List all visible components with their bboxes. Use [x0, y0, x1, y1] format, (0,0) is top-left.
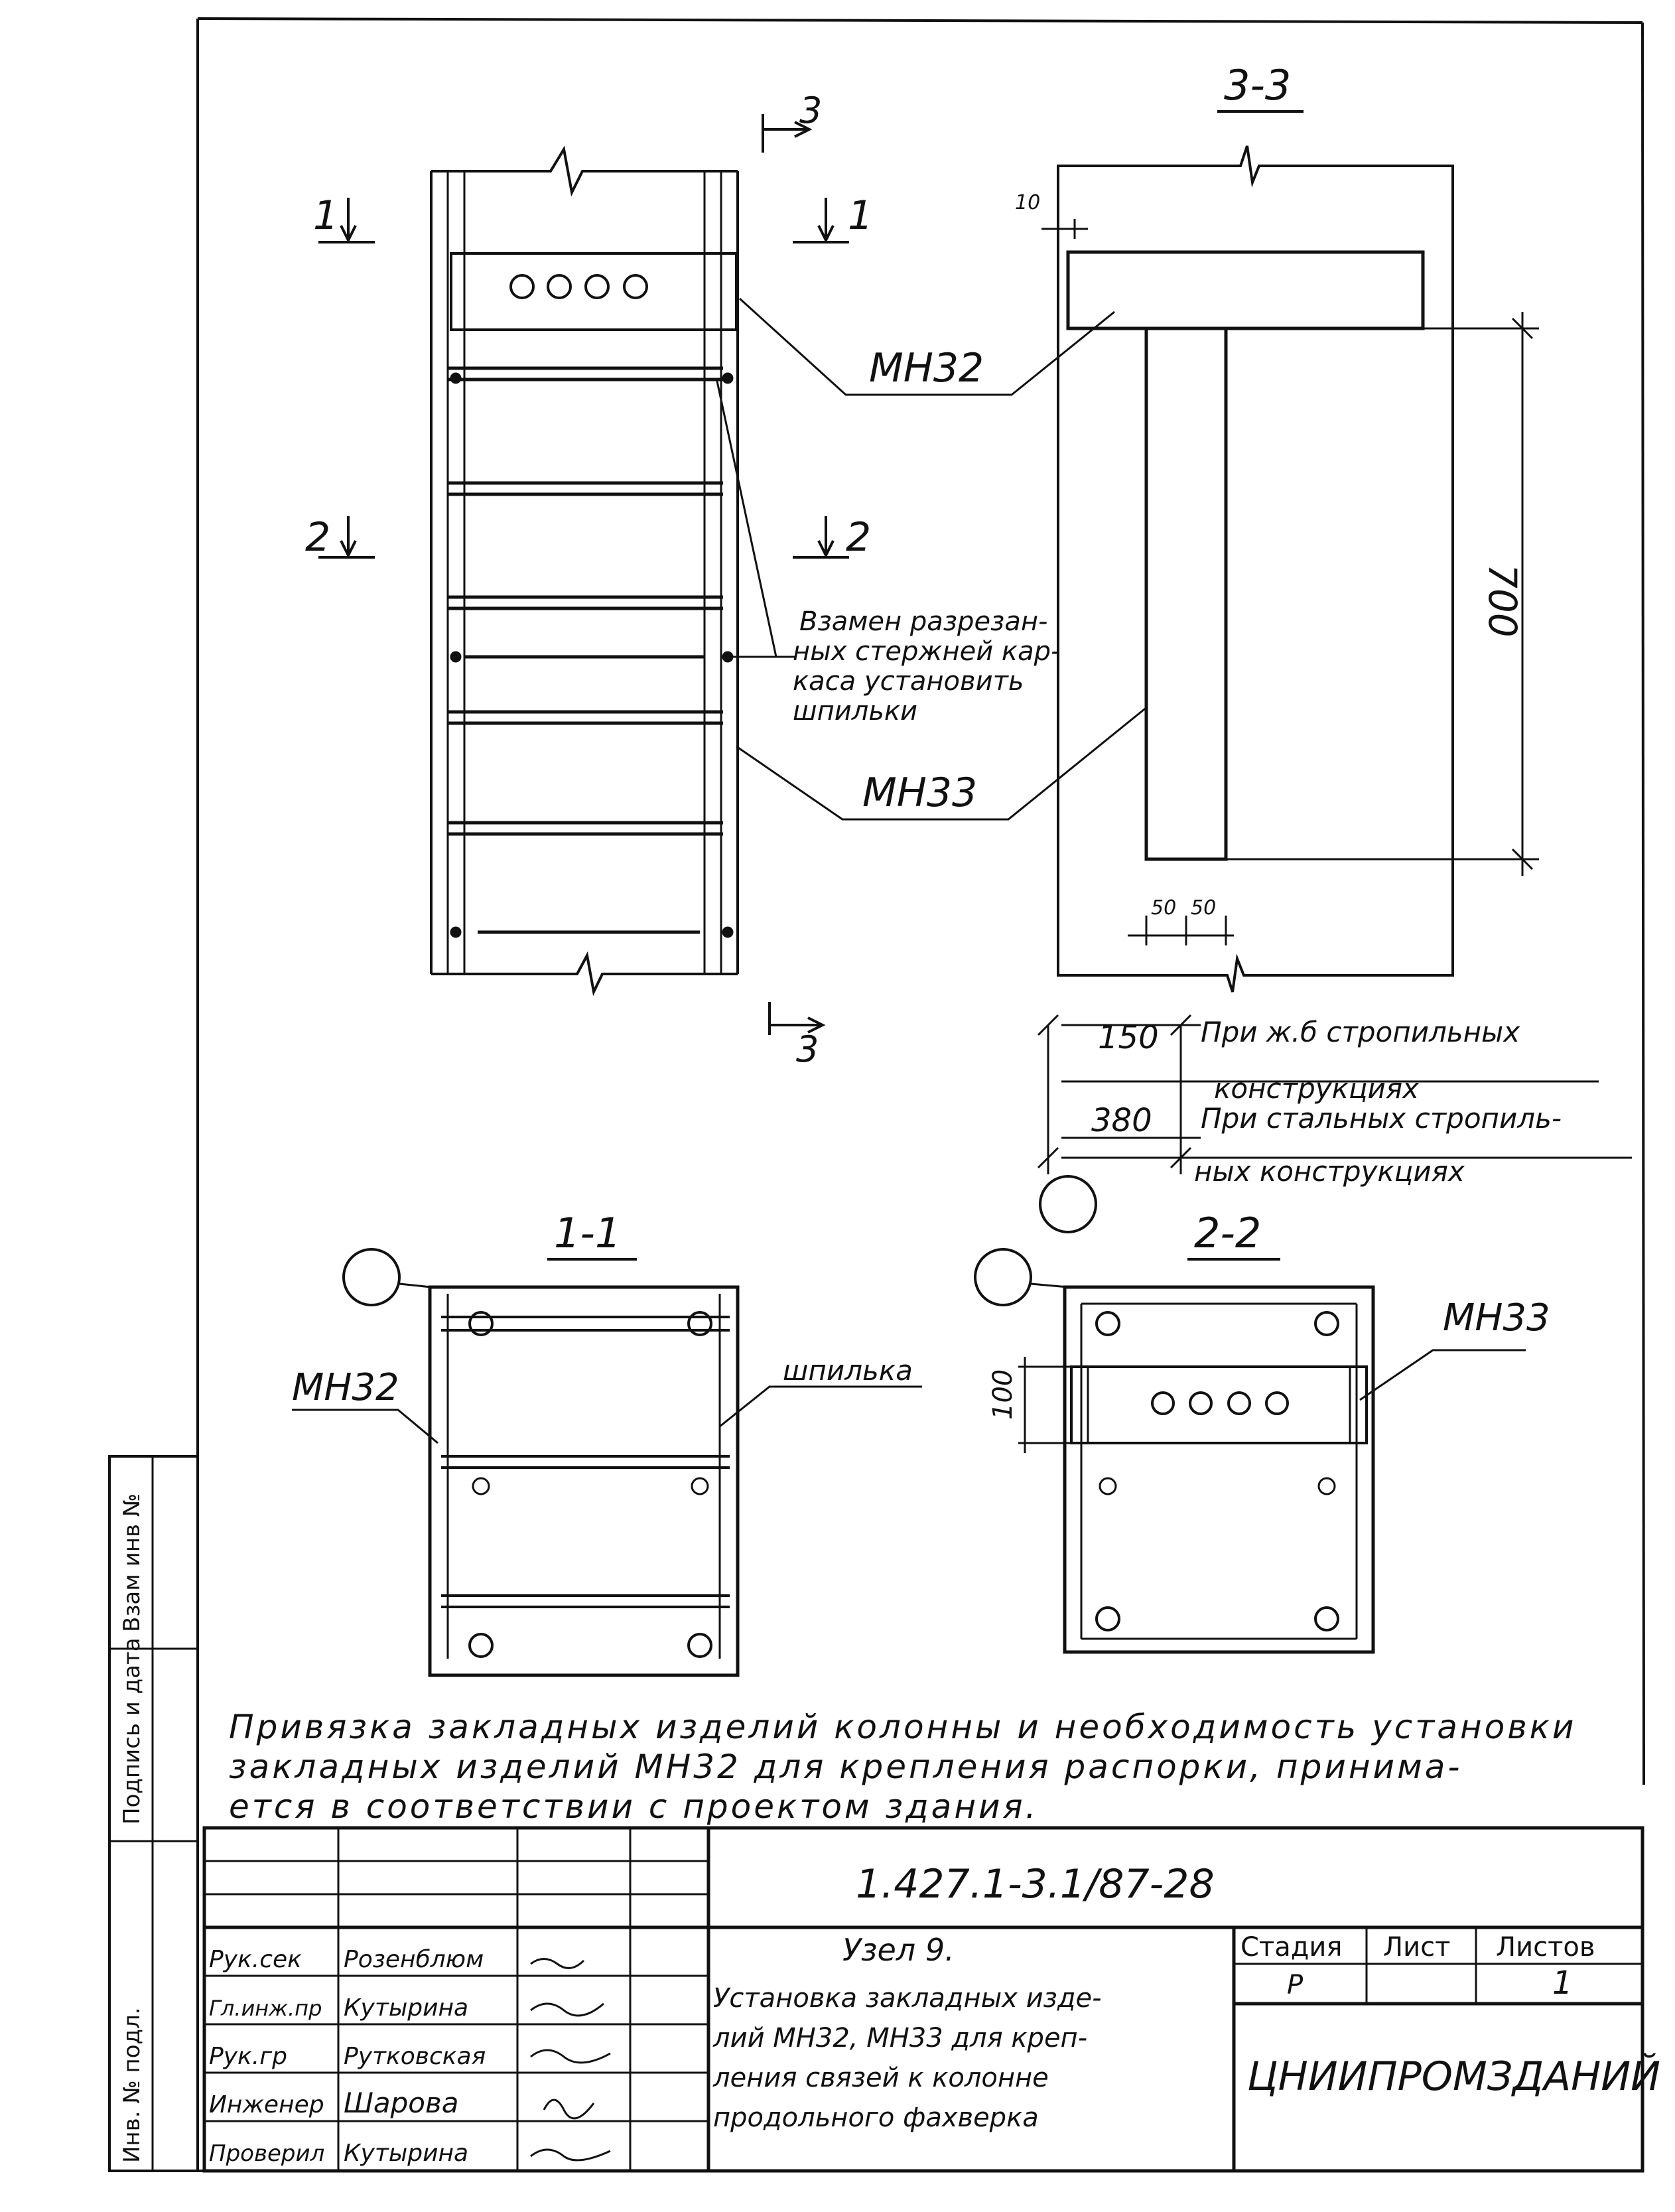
cut-1-left-label: 1 [313, 192, 338, 239]
dim-50-b: 50 [1191, 896, 1216, 920]
name-3: Рутковская [344, 2043, 486, 2070]
title-line-2: Установка закладных изде- [713, 1983, 1102, 2014]
role-3: Рук.гр [209, 2043, 287, 2070]
role-1: Рук.сек [209, 1946, 302, 1973]
dim-700: 700 [1480, 564, 1525, 638]
title-line-4: ления связей к колонне [712, 2063, 1049, 2093]
note-pins-line-3: каса установить [793, 666, 1024, 697]
organization: ЦНИИПРОМЗДАНИЙ [1247, 2053, 1660, 2100]
doc-code: 1.427.1-3.1/87-28 [856, 1861, 1215, 1907]
general-note-line-2: закладных изделий МН32 для крепления рас… [229, 1748, 1462, 1786]
section-3-3-title: 3-3 [1224, 61, 1291, 109]
name-2: Кутырина [344, 1994, 468, 2022]
title-line-3: лий МН32, МН33 для креп- [712, 2023, 1087, 2053]
role-4: Инженер [209, 2091, 324, 2118]
cut-3-bottom-label: 3 [796, 1028, 819, 1070]
note-150-line-2: конструкциях [1214, 1072, 1420, 1105]
note-380-line-2: ных конструкциях [1194, 1155, 1465, 1188]
note-pins-line-4: шпильки [793, 696, 917, 726]
note-150-line-1: При ж.б стропильных [1201, 1016, 1520, 1048]
dim-100: 100 [988, 1369, 1018, 1420]
section-3-3-view [1037, 145, 1632, 1233]
sheets-value: 1 [1552, 1965, 1573, 2002]
section-cut-markers [318, 114, 849, 1035]
cut-2-left-label: 2 [305, 514, 330, 561]
title-line-5: продольного фахверка [713, 2103, 1039, 2133]
note-pins-line-1: Взамен разрезан- [799, 606, 1047, 637]
side-stamp-replace-inv: Взам инв № [119, 1493, 145, 1632]
sheet-header: Лист [1383, 1932, 1450, 1963]
dim-10: 10 [1015, 191, 1040, 214]
section-2-2-title: 2-2 [1194, 1209, 1261, 1257]
stage-value: Р [1287, 1970, 1304, 2000]
title-line-1: Узел 9. [842, 1932, 955, 1968]
title-block [202, 1826, 1644, 2173]
general-note-line-1: Привязка закладных изделий колонны и нео… [229, 1708, 1576, 1746]
section-2-2-view [974, 1248, 1526, 1654]
sheets-header: Листов [1496, 1932, 1595, 1963]
section-1-1-label-mn32: МН32 [292, 1366, 399, 1409]
note-380-line-1: При стальных стропиль- [1201, 1102, 1562, 1135]
dim-50-a: 50 [1151, 896, 1176, 920]
dim-150: 150 [1098, 1019, 1159, 1056]
side-stamp-sign-date: Подпись и дата [119, 1637, 145, 1825]
section-1-1-title: 1-1 [554, 1209, 621, 1257]
section-2-2-label-mn33: МН33 [1443, 1296, 1550, 1340]
stage-header: Стадия [1240, 1932, 1342, 1963]
side-stamp-inv-orig: Инв. № подл. [119, 2007, 145, 2163]
elevation-label-mn32: МН32 [869, 345, 984, 391]
role-5: Проверил [209, 2140, 324, 2167]
name-1: Розенблюм [344, 1946, 484, 1973]
elevation-label-mn33: МН33 [862, 770, 977, 816]
cut-1-right-label: 1 [848, 192, 873, 239]
section-1-1-view [292, 1248, 922, 1677]
name-5: Кутырина [344, 2140, 468, 2167]
cut-2-right-label: 2 [846, 514, 871, 561]
section-1-1-label-pin: шпилька [783, 1354, 913, 1387]
name-4: Шарова [344, 2087, 459, 2119]
elevation-leaders [715, 297, 1148, 821]
column-elevation [430, 145, 739, 997]
embedded-plate-mn32 [450, 252, 738, 331]
note-pins-line-2: ных стержней кар- [793, 636, 1060, 667]
cut-3-top-label: 3 [799, 90, 822, 131]
dim-380: 380 [1091, 1102, 1152, 1139]
role-2: Гл.инж.пр [209, 1996, 322, 2021]
general-note-line-3: ется в соответствии с проектом здания. [229, 1787, 1038, 1826]
side-stamp: Взам инв № Подпись и дата Инв. № подл. [108, 1455, 199, 2172]
